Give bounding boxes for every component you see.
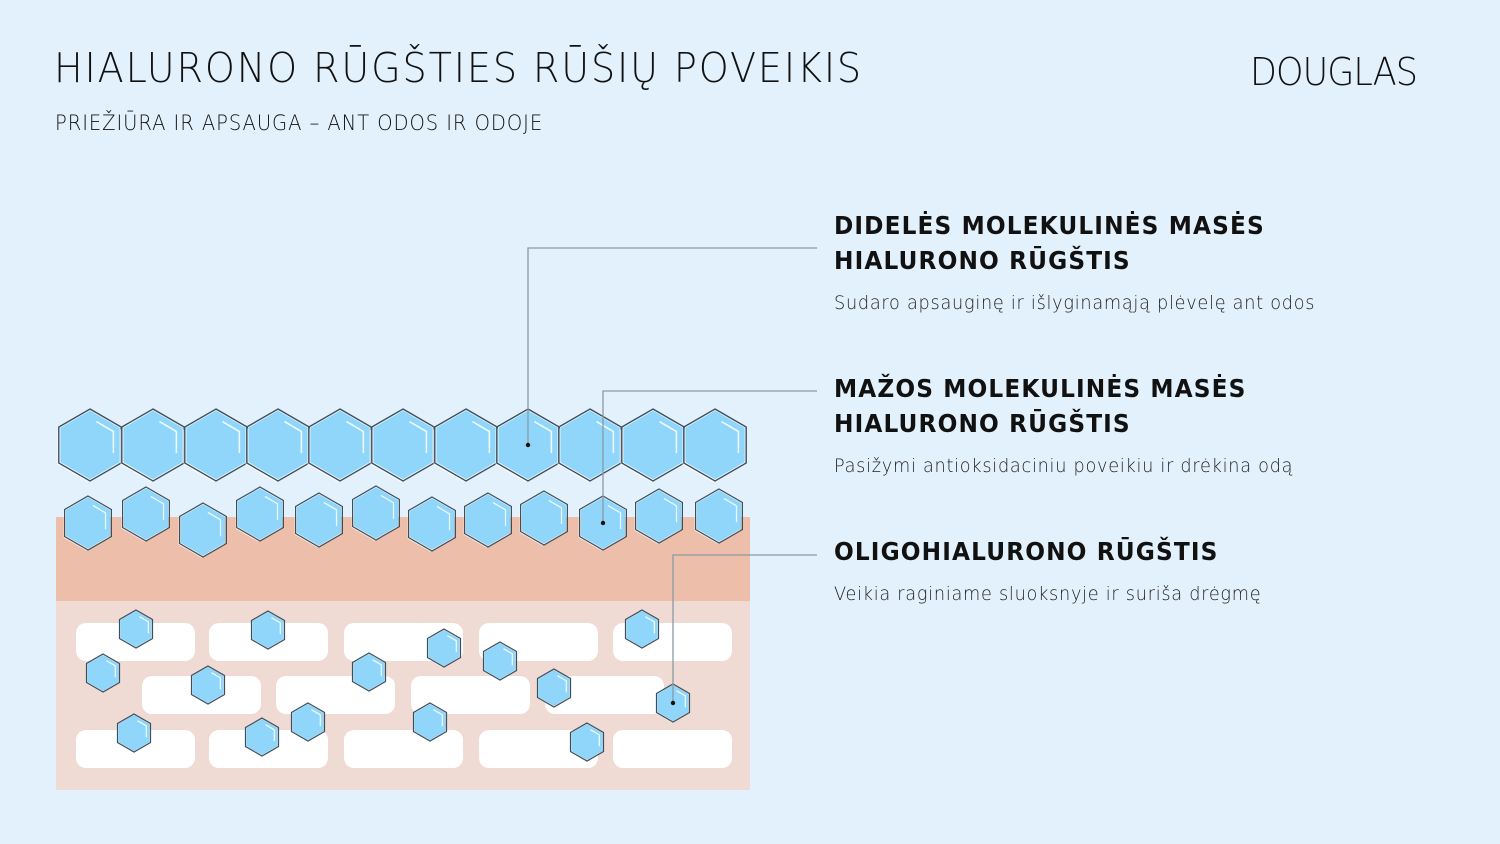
leader-line-high-weight — [527, 247, 817, 445]
hexagon-molecule-icon — [519, 490, 569, 546]
hexagon-molecule-icon — [433, 408, 498, 483]
leader-dot — [670, 700, 676, 706]
hexagon-molecule-icon — [118, 609, 154, 649]
leader-dot — [600, 520, 606, 526]
hexagon-molecule-icon — [120, 408, 185, 483]
brand-logo: DOUGLAS — [1250, 50, 1418, 94]
callout-title-line: DIDELĖS MOLEKULINĖS MASĖS — [834, 211, 1265, 240]
hexagon-molecule-icon — [250, 610, 286, 650]
hexagon-molecule-icon — [121, 486, 170, 542]
hexagon-molecule-icon — [557, 408, 622, 483]
hexagon-molecule-icon — [190, 665, 226, 705]
hexagon-molecule-icon — [183, 408, 248, 483]
hexagon-molecule-icon — [536, 668, 572, 708]
leader-lines — [527, 247, 817, 703]
callout-title-line: HIALURONO RŪGŠTIS — [834, 246, 1131, 275]
hexagon-molecule-icon — [463, 492, 512, 548]
leader-dots — [525, 442, 676, 706]
skin-cell — [411, 676, 530, 714]
callout-oligo: OLIGOHIALURONO RŪGŠTIS Veikia raginiame … — [834, 534, 1294, 605]
skin-cell — [545, 676, 664, 714]
hexagon-molecule-icon — [294, 492, 343, 548]
hexagon-molecule-icon — [634, 488, 684, 544]
hexagon-molecule-icon — [85, 653, 121, 693]
hexagon-molecule-icon — [407, 496, 456, 552]
callout-high-molecular-weight: DIDELĖS MOLEKULINĖS MASĖS HIALURONO RŪGŠ… — [834, 208, 1351, 314]
callout-title-line: OLIGOHIALURONO RŪGŠTIS — [834, 537, 1219, 566]
hexagon-molecule-icon — [620, 408, 685, 483]
low-weight-hyaluronic-molecules — [63, 485, 744, 558]
skin-cell — [479, 730, 598, 768]
hexagon-molecule-icon — [426, 628, 462, 668]
hexagon-molecule-icon — [178, 502, 227, 558]
hexagon-molecule-icon — [694, 488, 744, 544]
leader-line-oligo — [672, 554, 817, 703]
oligo-hyaluronic-molecules — [85, 609, 691, 762]
hexagon-molecule-icon — [482, 641, 518, 681]
skin-cell — [613, 730, 732, 768]
callout-description: Pasižymi antioksidaciniu poveikiu ir drė… — [834, 455, 1294, 477]
leader-dot — [525, 442, 531, 448]
page-title: HIALURONO RŪGŠTIES RŪŠIŲ POVEIKIS — [54, 44, 863, 92]
hexagon-molecule-icon — [624, 609, 660, 649]
callout-description: Sudaro apsauginę ir išlyginamąją plėvelę… — [834, 292, 1316, 314]
hexagon-molecule-icon — [244, 717, 280, 757]
high-weight-hyaluronic-molecules — [57, 408, 747, 483]
callout-title-line: MAŽOS MOLEKULINĖS MASĖS — [834, 374, 1247, 403]
hexagon-molecule-icon — [63, 495, 113, 551]
callout-title-line: HIALURONO RŪGŠTIS — [834, 409, 1131, 438]
hexagon-molecule-icon — [290, 702, 326, 742]
callout-low-molecular-weight: MAŽOS MOLEKULINĖS MASĖS HIALURONO RŪGŠTI… — [834, 371, 1328, 477]
hexagon-molecule-icon — [307, 408, 372, 483]
leader-line-low-weight — [602, 390, 817, 523]
hexagon-molecule-icon — [235, 486, 284, 542]
hexagon-molecule-icon — [682, 408, 747, 483]
upper-skin-layer — [56, 517, 750, 602]
hexagon-molecule-icon — [412, 702, 448, 742]
hexagon-molecule-icon — [370, 408, 435, 483]
hexagon-molecule-icon — [116, 713, 152, 753]
skin-cell — [344, 730, 463, 768]
hexagon-molecule-icon — [57, 408, 122, 483]
hexagon-molecule-icon — [351, 652, 387, 692]
hexagon-molecule-icon — [245, 408, 310, 483]
hexagon-molecule-icon — [351, 485, 400, 541]
hexagon-molecule-icon — [569, 722, 605, 762]
callout-description: Veikia raginiame sluoksnyje ir suriša dr… — [834, 583, 1262, 605]
page-subtitle: PRIEŽIŪRA IR APSAUGA – ANT ODOS IR ODOJE — [55, 111, 544, 135]
